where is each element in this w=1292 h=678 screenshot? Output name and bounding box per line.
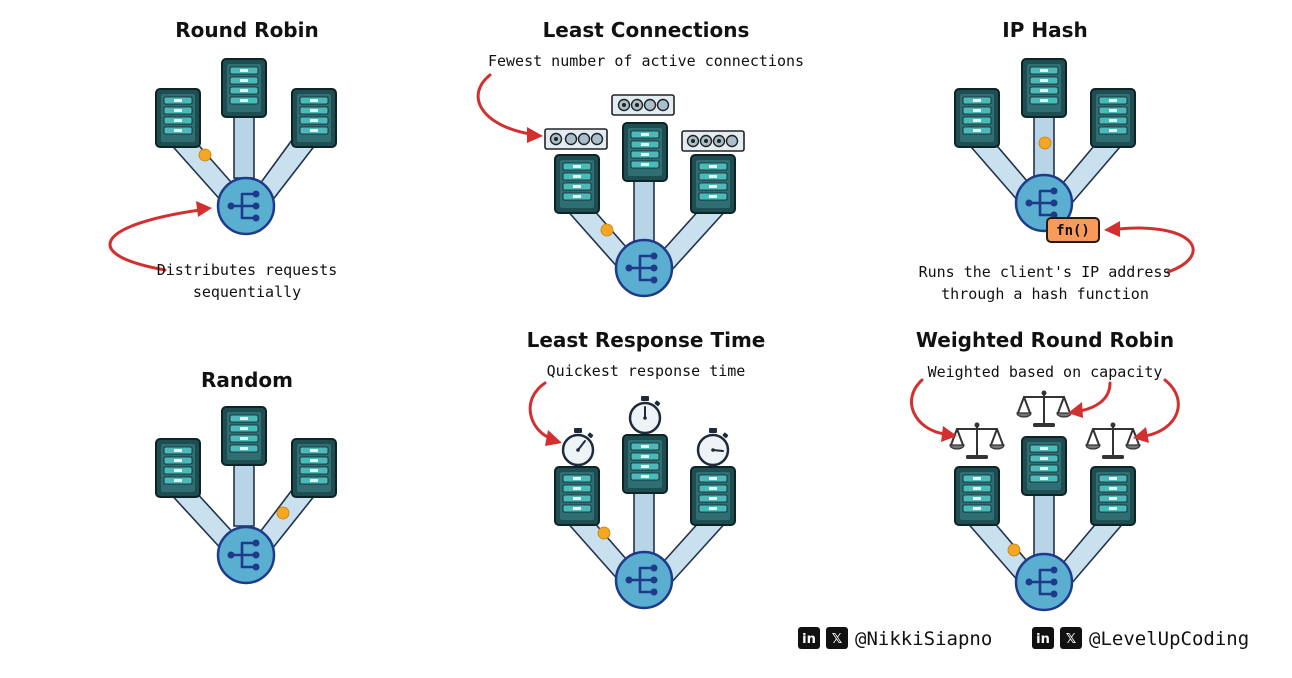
arrow-head bbox=[1104, 221, 1120, 237]
annotation-arrow bbox=[1078, 381, 1112, 413]
annotation-arrow bbox=[476, 73, 532, 136]
server-icon bbox=[291, 438, 337, 498]
arrow-head bbox=[196, 201, 212, 217]
panel-title: Round Robin bbox=[175, 18, 318, 42]
arrow-head bbox=[527, 127, 543, 143]
social-handle[interactable]: @NikkiSiapno bbox=[855, 628, 992, 650]
power-strip-left bbox=[544, 128, 608, 150]
hash-function-box bbox=[1046, 217, 1100, 243]
load-balancer-icon bbox=[216, 176, 276, 236]
panel-note: sequentially bbox=[193, 283, 301, 301]
panel-least-connections: Least Connections Fewest number of activ… bbox=[476, 18, 804, 298]
server-icon bbox=[554, 466, 600, 526]
stopwatch-icon bbox=[696, 426, 730, 467]
panel-title: Random bbox=[201, 368, 293, 392]
load-balancer-icon bbox=[1014, 552, 1074, 612]
panel-weighted-round-robin: Weighted Round Robin Weighted based on c… bbox=[910, 328, 1180, 612]
panel-note: Distributes requests bbox=[157, 261, 338, 279]
server-icon bbox=[1090, 88, 1136, 148]
scale-icon bbox=[1016, 389, 1072, 428]
annotation-arrow bbox=[1143, 378, 1180, 438]
load-balancer-icon bbox=[216, 525, 276, 585]
server-icon bbox=[1090, 466, 1136, 526]
x-logo-text: 𝕏 bbox=[832, 632, 843, 647]
arrow-head bbox=[545, 430, 562, 446]
panel-note: Weighted based on capacity bbox=[928, 363, 1163, 381]
power-strip-right bbox=[681, 130, 745, 152]
load-balancer-icon bbox=[614, 238, 674, 298]
annotation-arrow bbox=[910, 378, 947, 436]
server-icon bbox=[622, 122, 668, 182]
beams bbox=[166, 113, 320, 207]
stopwatch-icon bbox=[628, 394, 662, 435]
server-icon bbox=[954, 466, 1000, 526]
request-dot bbox=[1038, 136, 1052, 150]
arrow-head bbox=[941, 426, 957, 442]
panel-least-response-time: Least Response Time Quickest response ti… bbox=[527, 328, 766, 610]
handle-nikki[interactable]: in 𝕏 @NikkiSiapno bbox=[798, 627, 992, 650]
annotation-arrow bbox=[108, 208, 202, 272]
request-dot bbox=[600, 223, 614, 237]
server-icon bbox=[554, 154, 600, 214]
panel-note: Runs the client's IP address bbox=[919, 263, 1172, 281]
scale-icon bbox=[949, 421, 1005, 460]
server-icon bbox=[221, 58, 267, 118]
x-icon[interactable] bbox=[826, 627, 848, 649]
annotation-arrow bbox=[1116, 226, 1195, 274]
request-dot bbox=[276, 506, 290, 520]
server-icon bbox=[690, 466, 736, 526]
footer: in 𝕏 @NikkiSiapno in 𝕏 @LevelUpCoding bbox=[798, 627, 1249, 650]
load-balancer-icon bbox=[614, 550, 674, 610]
panel-ip-hash: IP Hash fn() Runs the client's IP addres… bbox=[919, 18, 1195, 303]
power-strip-center bbox=[611, 94, 675, 116]
server-icon bbox=[155, 438, 201, 498]
server-icon bbox=[622, 434, 668, 494]
panel-round-robin: Round Robin Distributes requests sequent… bbox=[108, 18, 338, 301]
arrow-head bbox=[1133, 427, 1149, 443]
panel-note: Quickest response time bbox=[547, 362, 746, 380]
scale-icon bbox=[1085, 421, 1141, 460]
request-dot bbox=[1007, 543, 1021, 557]
request-dot bbox=[198, 148, 212, 162]
panel-title: Least Connections bbox=[543, 18, 750, 42]
handle-levelupcoding[interactable]: in 𝕏 @LevelUpCoding bbox=[1032, 627, 1249, 650]
social-handle[interactable]: @LevelUpCoding bbox=[1089, 628, 1249, 650]
stopwatch-icon bbox=[561, 426, 595, 467]
linkedin-logo-text: in bbox=[1036, 632, 1050, 647]
server-icon bbox=[221, 406, 267, 466]
server-icon bbox=[155, 88, 201, 148]
linkedin-logo-text: in bbox=[802, 632, 816, 647]
linkedin-icon[interactable] bbox=[798, 627, 820, 649]
panel-note: Fewest number of active connections bbox=[488, 52, 804, 70]
panel-note: through a hash function bbox=[941, 285, 1149, 303]
hash-function-label: fn() bbox=[1056, 223, 1090, 239]
request-dot bbox=[597, 526, 611, 540]
panel-title: IP Hash bbox=[1002, 18, 1087, 42]
x-icon[interactable] bbox=[1060, 627, 1082, 649]
beams bbox=[964, 493, 1127, 585]
panel-title: Weighted Round Robin bbox=[916, 328, 1174, 352]
server-icon bbox=[1021, 436, 1067, 496]
server-icon bbox=[1021, 58, 1067, 118]
x-logo-text: 𝕏 bbox=[1066, 632, 1077, 647]
server-icon bbox=[291, 88, 337, 148]
annotation-arrow bbox=[528, 381, 552, 440]
linkedin-icon[interactable] bbox=[1032, 627, 1054, 649]
beams bbox=[166, 459, 320, 555]
server-icon bbox=[690, 154, 736, 214]
panel-random: Random bbox=[155, 368, 337, 585]
arrow-head bbox=[1068, 402, 1083, 418]
server-icon bbox=[954, 88, 1000, 148]
panel-title: Least Response Time bbox=[527, 328, 766, 352]
